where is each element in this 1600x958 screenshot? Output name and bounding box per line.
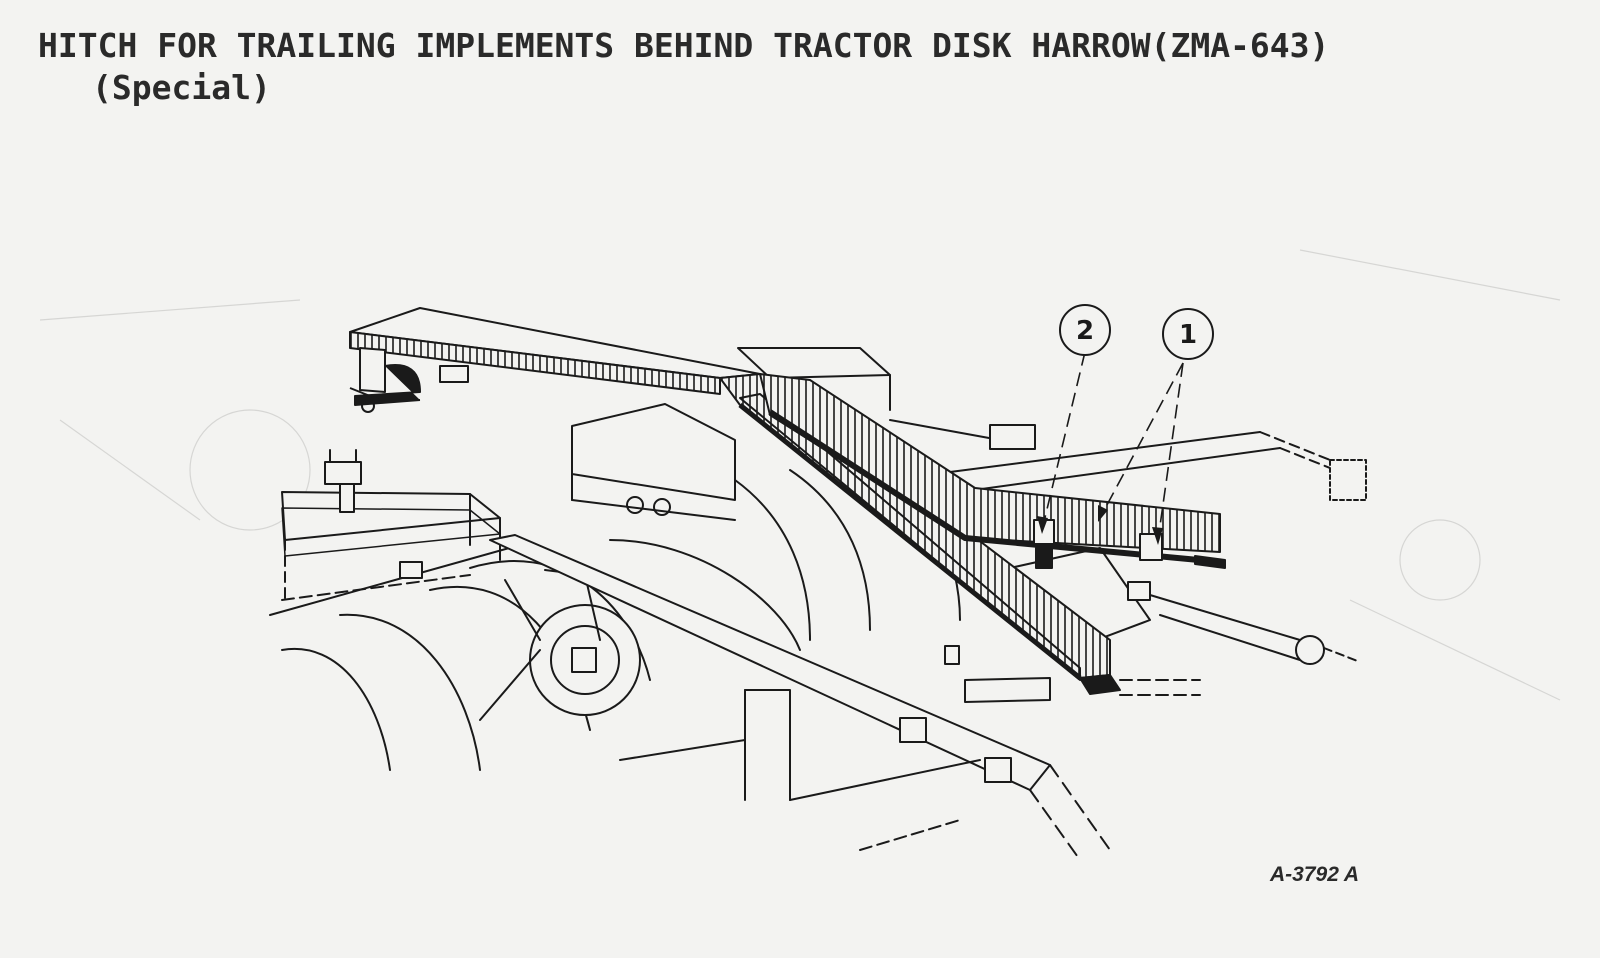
- callout-1-label: 1: [1179, 320, 1197, 350]
- figure-code: A-3792 A: [1270, 863, 1360, 886]
- page-title: HITCH FOR TRAILING IMPLEMENTS BEHIND TRA…: [38, 26, 1330, 65]
- callout-arrowheads: [1037, 505, 1163, 545]
- harrow-frame: [269, 347, 1367, 861]
- background-ghosting: [39, 249, 1561, 701]
- page-subtitle: (Special): [92, 68, 271, 107]
- callout-1: 1: [1162, 308, 1214, 360]
- hitch-bar: [349, 307, 1226, 695]
- callout-2: 2: [1059, 304, 1111, 356]
- callout-2-label: 2: [1076, 316, 1094, 346]
- callout-leaders: [1041, 351, 1184, 541]
